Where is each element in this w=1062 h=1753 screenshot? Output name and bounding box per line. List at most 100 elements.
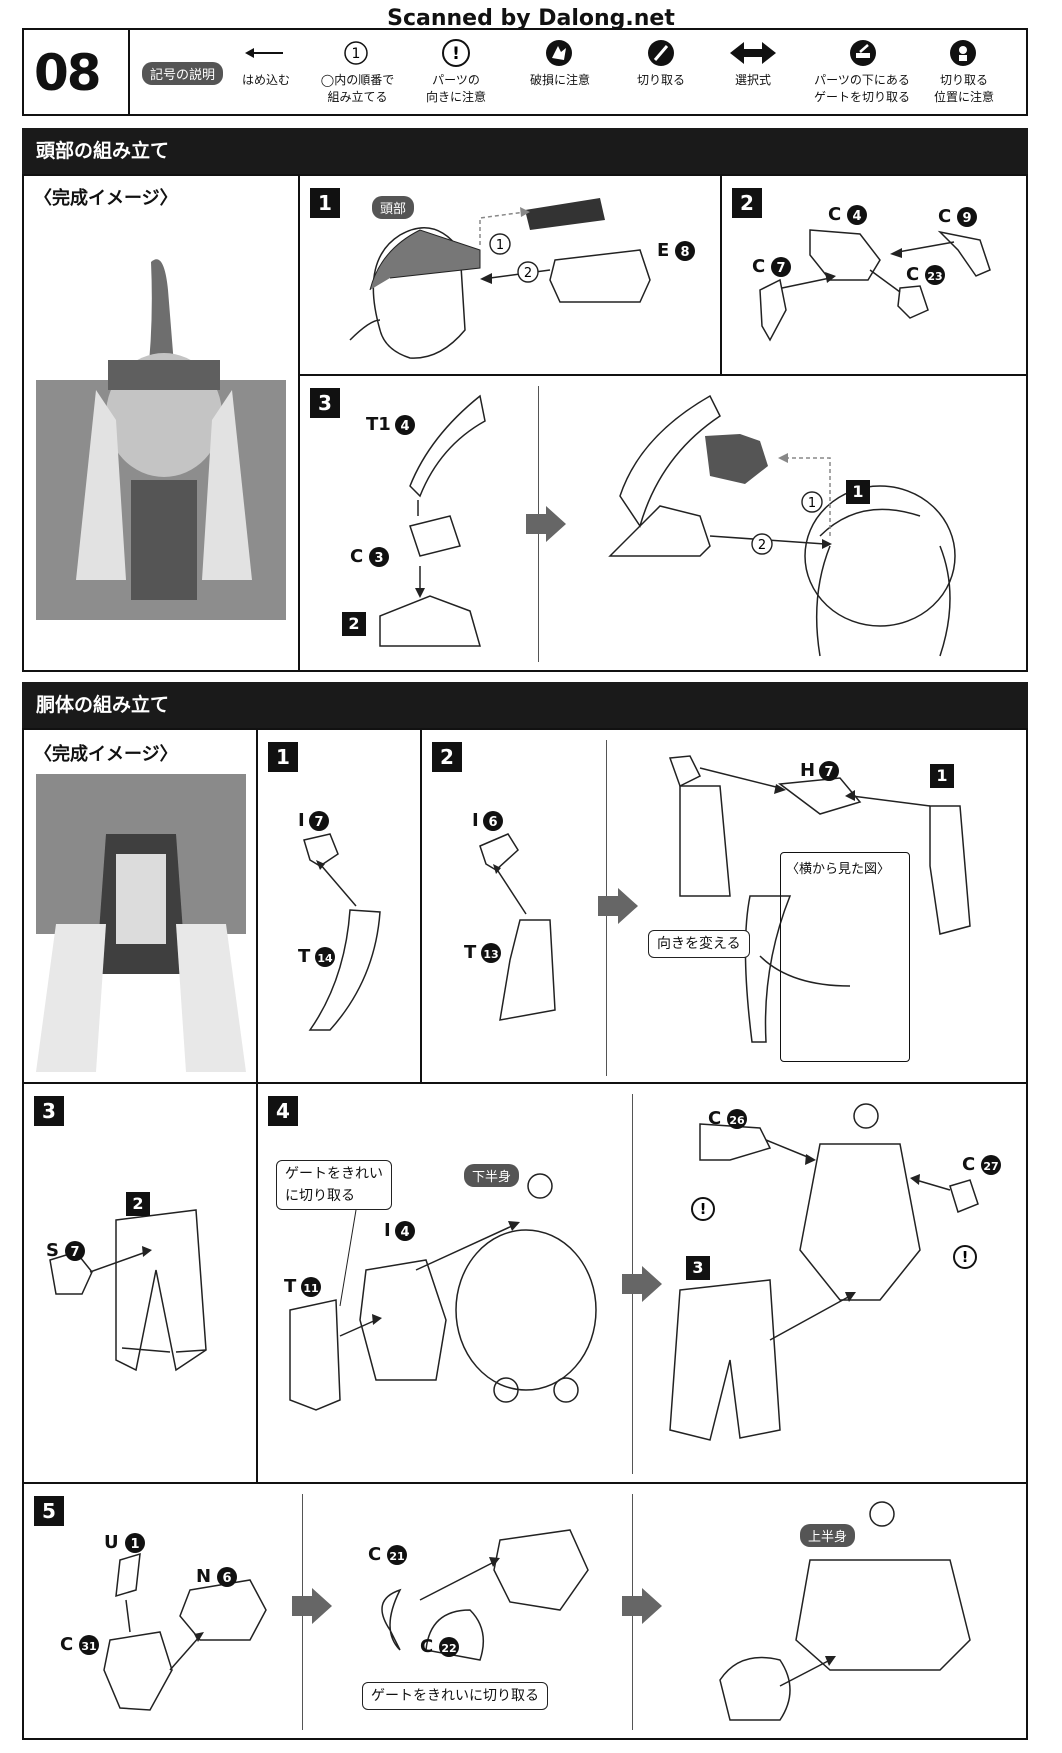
body-step-2-left-illustration [479, 833, 556, 1021]
svg-text:!: ! [452, 44, 460, 64]
double-arrow-icon [730, 42, 776, 64]
body-step-5-right-illustration [719, 1501, 971, 1721]
body-step-2-ref-1: 1 [930, 764, 954, 788]
legend-bar [22, 28, 1028, 116]
svg-text:1: 1 [130, 1537, 139, 1552]
next-step-arrow-icon [292, 1588, 332, 1624]
part-c27-number-icon: 27 [981, 1155, 1001, 1175]
order-2-icon: 2 [517, 261, 539, 283]
svg-text:4: 4 [400, 419, 409, 434]
body-section-frame [22, 728, 1028, 1740]
part-t1-4-letter: T1 [366, 414, 391, 435]
part-s7-number-icon: 7 [65, 1241, 85, 1261]
part-c21-letter: C [368, 1544, 382, 1565]
part-c31-number-icon: 31 [79, 1635, 99, 1655]
svg-text:31: 31 [81, 1640, 96, 1653]
legend-label-cut-position: 切り取る 位置に注意 [933, 73, 994, 104]
part-c27-letter: C [962, 1154, 976, 1175]
svg-text:2: 2 [758, 538, 766, 553]
head-tag: 頭部 [372, 196, 415, 219]
gate-note-line-2: に切り取る [285, 1188, 355, 1204]
svg-text:1: 1 [496, 238, 504, 253]
lower-body-tag: 下半身 [464, 1164, 520, 1187]
part-i6-letter: I [472, 810, 479, 831]
legend-label-breakage: 破損に注意 [529, 73, 590, 87]
part-c4-number-icon: 4 [847, 205, 867, 225]
exclamation-circle-icon: ! [953, 1245, 977, 1269]
head-step-3-right-illustration [608, 394, 956, 657]
head-step-1-number: 1 [310, 188, 340, 218]
svg-text:6: 6 [488, 815, 497, 830]
head-step-3-left-illustration [379, 394, 486, 647]
part-c3-number-icon: 3 [369, 547, 389, 567]
upper-body-tag: 上半身 [800, 1524, 856, 1547]
svg-text:26: 26 [729, 1114, 745, 1127]
part-i4-number-icon: 4 [395, 1221, 415, 1241]
part-t14-letter: T [298, 946, 311, 967]
next-step-arrow-icon [622, 1266, 662, 1302]
svg-text:1: 1 [808, 496, 816, 511]
svg-text:7: 7 [70, 1245, 79, 1260]
part-t13-letter: T [464, 942, 477, 963]
head-step-3-ref-2: 2 [342, 612, 366, 636]
part-u1-letter: U [104, 1532, 119, 1553]
head-completed-label: 〈完成イメージ〉 [34, 188, 178, 209]
next-step-arrow-icon [622, 1588, 662, 1624]
part-t14-number-icon: 14 [315, 947, 335, 967]
gate-note-line-1: ゲートをきれい [285, 1166, 383, 1182]
svg-text:6: 6 [222, 1571, 231, 1586]
body-step-4-ref-3: 3 [686, 1256, 710, 1280]
body-step-4-left-illustration [289, 1173, 597, 1411]
svg-text:22: 22 [441, 1642, 456, 1655]
legend-label-fit: はめ込む [241, 73, 290, 87]
part-t11-letter: T [284, 1276, 297, 1297]
part-c22-number-icon: 22 [439, 1637, 459, 1657]
part-c26-number-icon: 26 [727, 1109, 747, 1129]
part-c22-letter: C [420, 1636, 434, 1657]
svg-text:3: 3 [374, 551, 383, 566]
svg-text:11: 11 [303, 1282, 318, 1295]
body-step-5-number: 5 [34, 1496, 64, 1526]
part-i4-letter: I [384, 1220, 391, 1241]
head-section-title: 頭部の組み立て [22, 128, 1028, 174]
head-step-1-illustration [349, 198, 651, 359]
part-c9-number-icon: 9 [957, 207, 977, 227]
body-step-4-right-illustration [669, 1103, 979, 1441]
body-step-5-left-illustration [103, 1552, 267, 1711]
exclamation-circle-icon: ! [691, 1197, 715, 1221]
body-step-5-middle-illustration [381, 1529, 589, 1661]
part-h7-letter: H [800, 760, 816, 781]
head-step-3-number: 3 [310, 388, 340, 418]
side-view-box [780, 852, 910, 1062]
turn-direction-note: 向きを変える [648, 930, 750, 958]
part-c4-letter: C [828, 204, 842, 225]
legend-label-option: 選択式 [734, 73, 771, 87]
part-e8-number-icon: 8 [675, 241, 695, 261]
broken-part-icon [546, 40, 572, 66]
part-c21-number-icon: 21 [387, 1545, 407, 1565]
svg-text:14: 14 [317, 952, 333, 965]
gate-clean-cut-note: ゲートをきれい に切り取る [276, 1160, 392, 1210]
svg-text:4: 4 [400, 1225, 409, 1240]
cut-position-icon [950, 40, 976, 66]
svg-text:7: 7 [776, 261, 785, 276]
svg-text:!: ! [962, 1248, 969, 1266]
svg-text:23: 23 [927, 270, 942, 283]
nipper-cut-icon [648, 40, 674, 66]
part-c31-letter: C [60, 1634, 74, 1655]
body-step-3-number: 3 [34, 1096, 64, 1126]
side-view-label: 〈横から見た図〉 [786, 862, 891, 877]
head-step-3-order-1-icon: 1 [801, 491, 823, 513]
legend-label-orientation: パーツの 向きに注意 [425, 73, 486, 104]
body-section-title: 胴体の組み立て [22, 682, 1028, 728]
part-c3-letter: C [350, 546, 364, 567]
svg-text:21: 21 [389, 1550, 404, 1563]
gate-clean-cut-note-2: ゲートをきれいに切り取る [362, 1682, 548, 1710]
exclamation-circle-icon: ! [442, 39, 470, 67]
part-t13-number-icon: 13 [481, 943, 501, 963]
body-step-3-ref-2: 2 [126, 1192, 150, 1216]
body-step-2-number: 2 [432, 742, 462, 772]
head-step-2-number: 2 [732, 188, 762, 218]
part-c23-number-icon: 23 [925, 265, 945, 285]
next-step-arrow-icon [598, 888, 638, 924]
